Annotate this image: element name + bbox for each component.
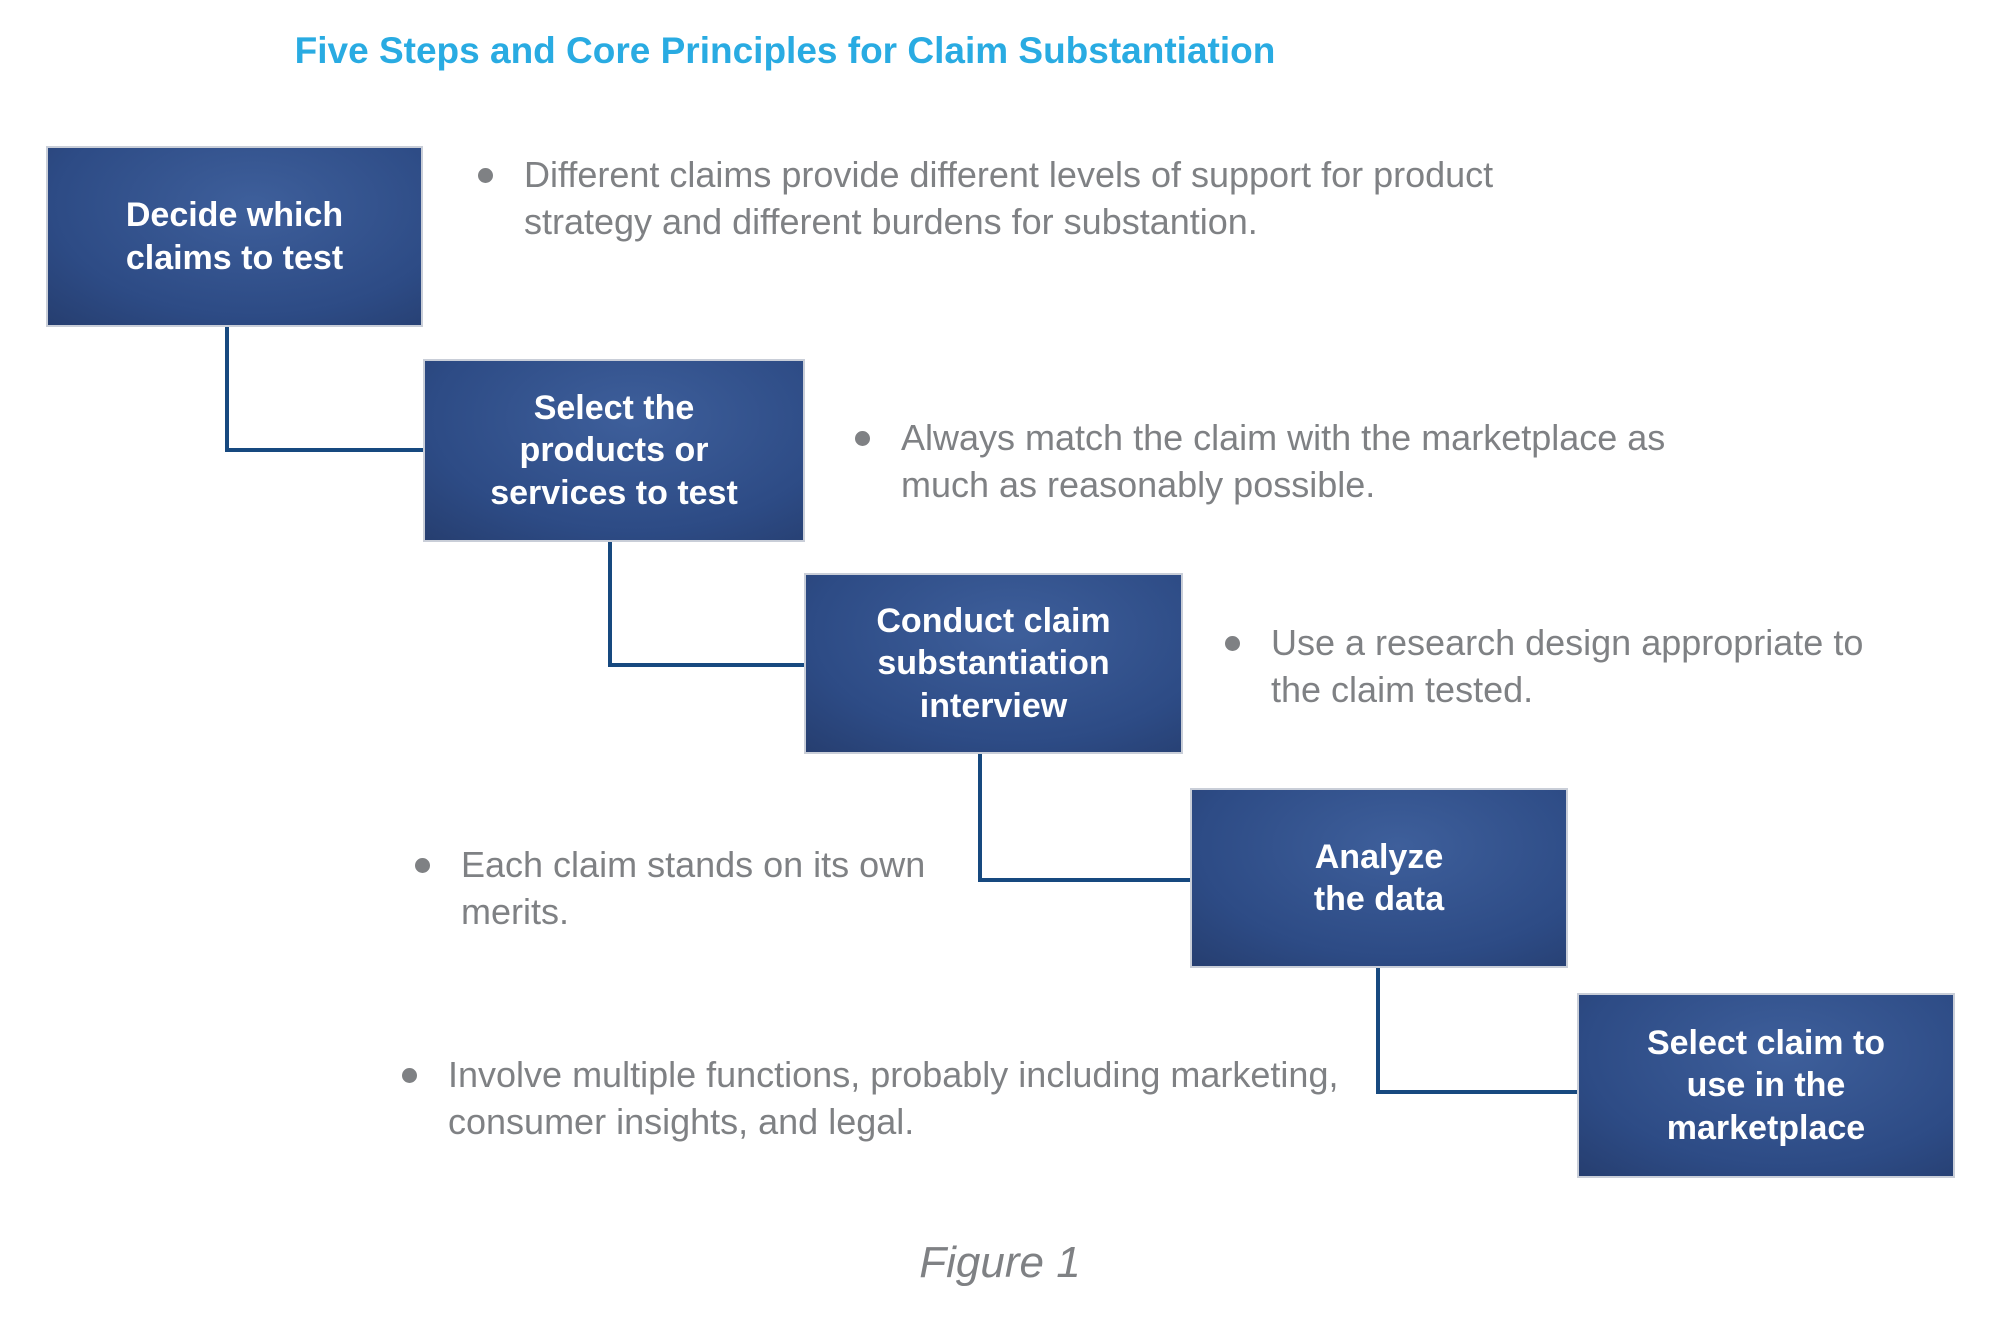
connector-step1-step2-horizontal bbox=[225, 448, 423, 452]
step-box-select-products: Select the products or services to test bbox=[423, 359, 805, 542]
connector-step2-step3-horizontal bbox=[608, 663, 804, 667]
bullet-icon bbox=[855, 431, 870, 446]
step-label: Conduct claim substantiation interview bbox=[876, 601, 1111, 725]
connector-step3-step4-vertical bbox=[978, 752, 982, 882]
principle-bullet-5: Involve multiple functions, probably inc… bbox=[402, 1052, 1358, 1146]
principle-text: Use a research design appropriate to the… bbox=[1271, 622, 1864, 710]
principle-bullet-2: Always match the claim with the marketpl… bbox=[855, 415, 1741, 509]
step-label: Decide which claims to test bbox=[125, 196, 344, 277]
figure-caption: Figure 1 bbox=[919, 1238, 1081, 1287]
step-box-select-claim: Select claim to use in the marketplace bbox=[1577, 993, 1955, 1178]
principle-text: Different claims provide different level… bbox=[524, 154, 1494, 242]
connector-step4-step5-vertical bbox=[1376, 966, 1380, 1094]
step-box-conduct-interview: Conduct claim substantiation interview bbox=[804, 573, 1183, 754]
step-label: Select claim to use in the marketplace bbox=[1646, 1023, 1886, 1147]
bullet-icon bbox=[415, 858, 430, 873]
bullet-icon bbox=[402, 1068, 417, 1083]
bullet-icon bbox=[478, 168, 493, 183]
step-box-analyze-data: Analyze the data bbox=[1190, 788, 1568, 968]
principle-text: Involve multiple functions, probably inc… bbox=[448, 1054, 1339, 1142]
connector-step4-step5-horizontal bbox=[1376, 1090, 1577, 1094]
connector-step2-step3-vertical bbox=[608, 540, 612, 667]
principle-bullet-1: Different claims provide different level… bbox=[478, 152, 1604, 246]
step-label: Select the products or services to test bbox=[490, 388, 738, 512]
principle-bullet-3: Use a research design appropriate to the… bbox=[1225, 620, 1921, 714]
principle-bullet-4: Each claim stands on its own merits. bbox=[415, 842, 961, 936]
bullet-icon bbox=[1225, 636, 1240, 651]
step-label: Analyze the data bbox=[1313, 837, 1445, 919]
principle-text: Always match the claim with the marketpl… bbox=[901, 417, 1666, 505]
diagram-title: Five Steps and Core Principles for Claim… bbox=[294, 30, 1276, 71]
connector-step1-step2-vertical bbox=[225, 325, 229, 452]
principle-text: Each claim stands on its own merits. bbox=[461, 844, 926, 932]
step-box-decide-claims: Decide which claims to test bbox=[46, 146, 423, 327]
connector-step3-step4-horizontal bbox=[978, 878, 1190, 882]
